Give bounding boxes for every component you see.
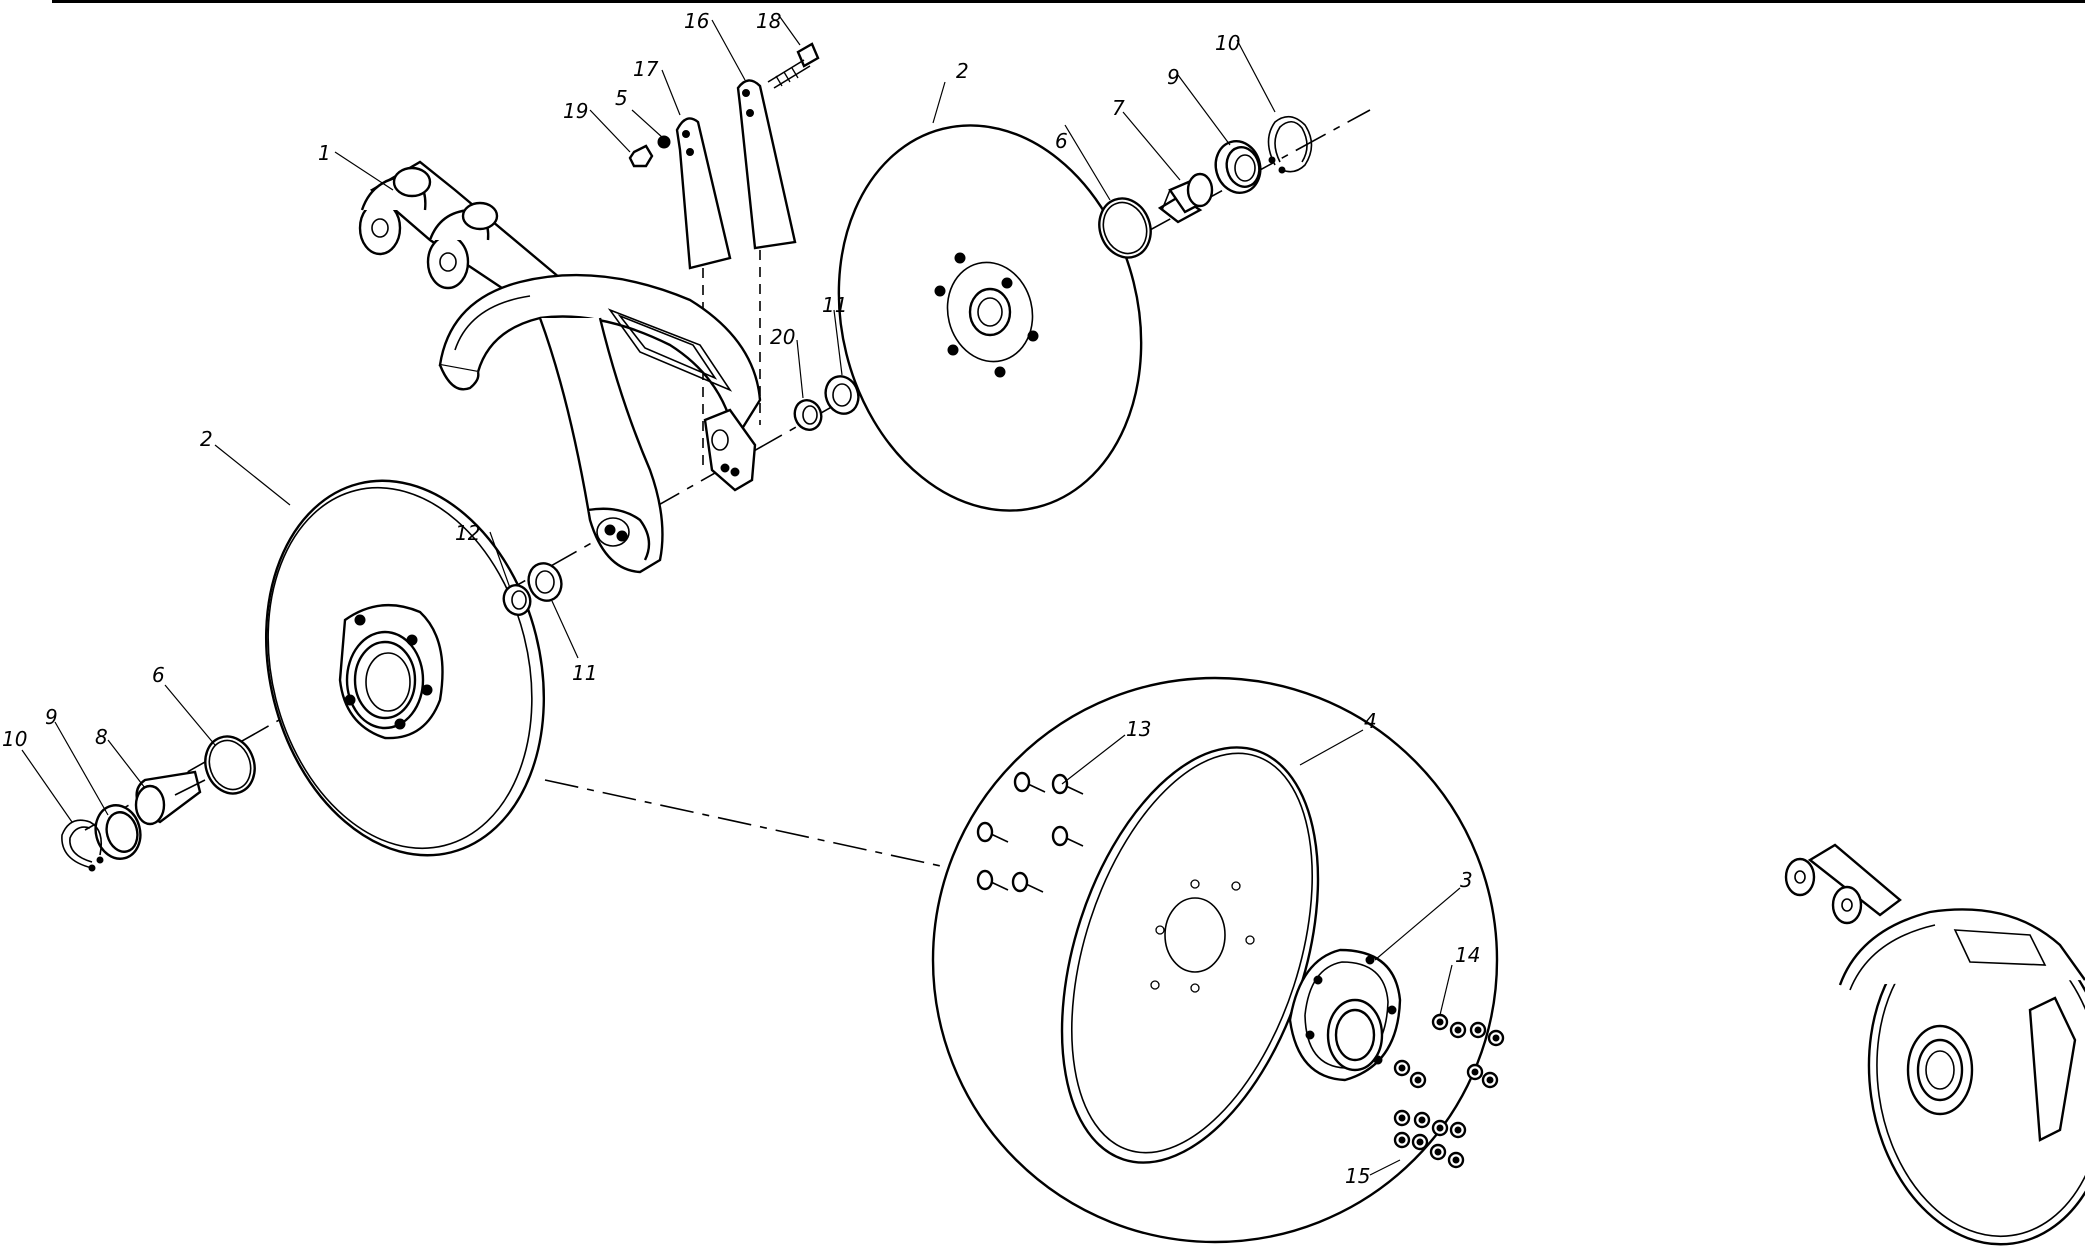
label-13: 13 [1126, 717, 1151, 741]
label-10-upper: 10 [1215, 31, 1240, 55]
bolts-13 [976, 771, 1084, 893]
label-17: 17 [633, 57, 659, 81]
label-3: 3 [1460, 868, 1473, 892]
label-12: 12 [455, 521, 480, 545]
opener-frame-arm [358, 160, 762, 574]
spacer-washer-upper [824, 375, 860, 415]
washer-5 [657, 135, 671, 149]
label-4: 4 [1364, 709, 1377, 733]
assembled-view [1784, 843, 2085, 1246]
seal-washer-upper [1214, 140, 1262, 194]
snap-ring-upper [1267, 115, 1313, 174]
label-19: 19 [563, 99, 588, 123]
bushing-12 [502, 584, 532, 616]
scraper-plate-17 [675, 117, 732, 270]
label-8: 8 [95, 725, 108, 749]
bushing-20 [793, 399, 823, 431]
label-20: 20 [770, 325, 795, 349]
o-ring-upper [1098, 197, 1152, 259]
disc-blade-upper [837, 124, 1143, 512]
nuts-14 [1393, 1013, 1505, 1089]
label-11-upper: 11 [822, 293, 847, 317]
leader-lines [21, 16, 1461, 1176]
label-16: 16 [684, 9, 709, 33]
seal-washer-lower [94, 804, 142, 860]
axle-bolt-7 [1157, 172, 1214, 224]
label-18: 18 [756, 9, 781, 33]
bolt-18 [767, 42, 820, 89]
label-9-lower: 9 [45, 705, 58, 729]
label-11-lower: 11 [572, 661, 597, 685]
hub-3 [1288, 948, 1402, 1082]
nuts-15 [1393, 1109, 1467, 1169]
label-9-upper: 9 [1167, 65, 1180, 89]
spacer-washer-lower [527, 562, 563, 602]
nut-19 [628, 144, 654, 168]
label-7: 7 [1112, 96, 1125, 120]
label-15: 15 [1345, 1164, 1370, 1188]
label-5: 5 [615, 86, 628, 110]
label-1: 1 [318, 141, 331, 165]
axle-bolt-8 [134, 770, 206, 826]
label-6-lower: 6 [152, 663, 165, 687]
label-2-upper: 2 [956, 59, 969, 83]
scraper-plate-16 [736, 79, 797, 250]
label-2-lower: 2 [200, 427, 213, 451]
snap-ring-lower [61, 819, 104, 872]
callout-labels: 1 2 2 3 4 5 6 6 7 8 9 9 10 10 11 11 12 1… [2, 9, 1480, 1188]
disc-blade-lower [264, 479, 546, 857]
label-6-upper: 6 [1055, 129, 1068, 153]
label-14: 14 [1455, 943, 1480, 967]
o-ring-lower [204, 735, 256, 795]
label-10-lower: 10 [2, 727, 27, 751]
